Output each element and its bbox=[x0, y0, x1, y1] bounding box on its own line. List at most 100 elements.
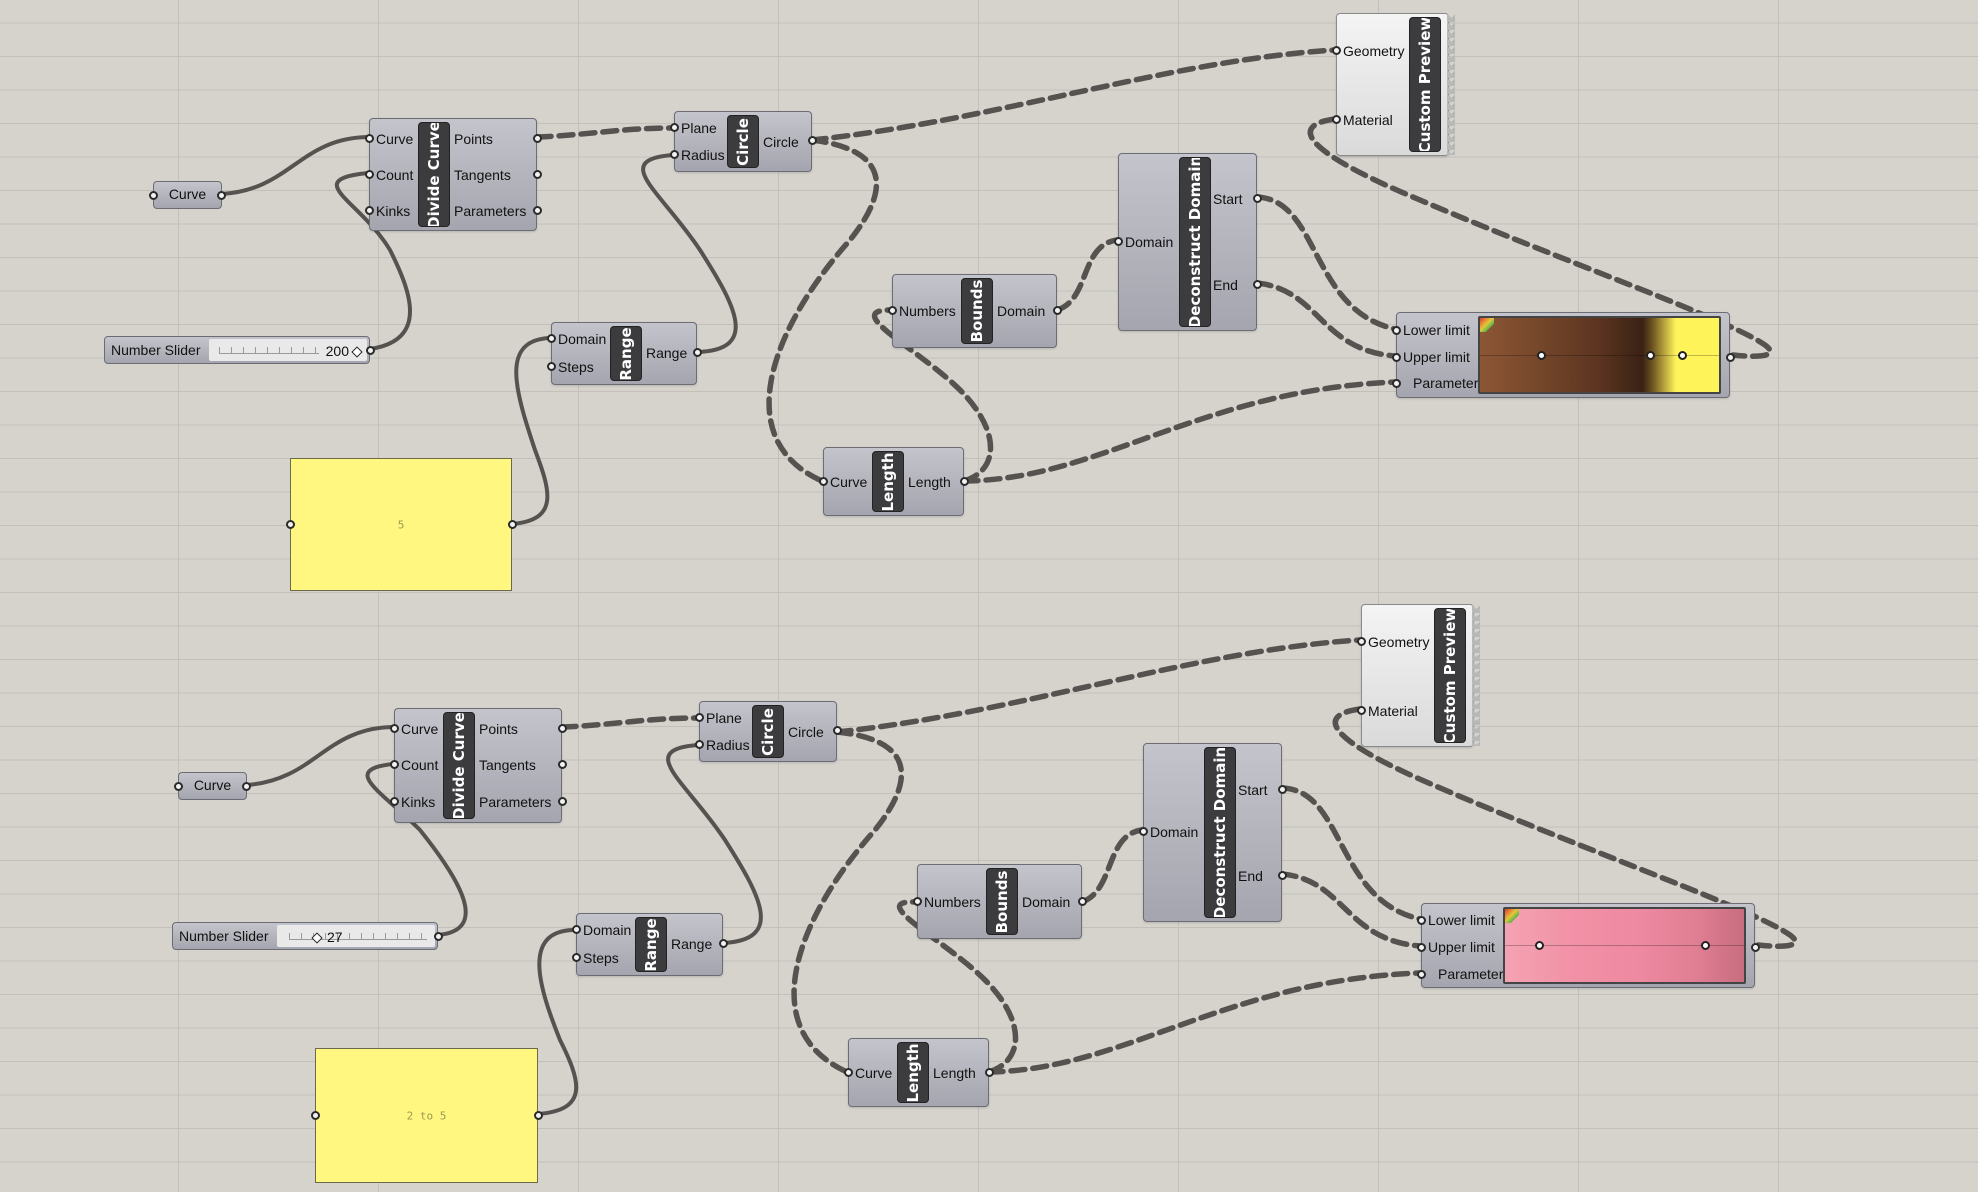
slider-handle[interactable] bbox=[351, 346, 363, 358]
input-grip[interactable] bbox=[1332, 115, 1341, 124]
input-grip[interactable] bbox=[365, 170, 374, 179]
number-slider[interactable]: Number Slider 27 bbox=[172, 922, 443, 950]
component-core[interactable]: Bounds bbox=[961, 278, 993, 344]
input-grip[interactable] bbox=[311, 1111, 320, 1120]
input-grip[interactable] bbox=[1392, 379, 1401, 388]
input-grip[interactable] bbox=[695, 740, 704, 749]
divide-curve-component[interactable]: Curve Count Kinks Divide Curve Points Ta… bbox=[365, 118, 542, 231]
input-grip[interactable] bbox=[365, 134, 374, 143]
output-grip[interactable] bbox=[242, 782, 251, 791]
input-grip[interactable] bbox=[1417, 970, 1426, 979]
input-grip[interactable] bbox=[844, 1068, 853, 1077]
number-slider[interactable]: Number Slider 200 bbox=[104, 336, 375, 364]
range-component[interactable]: Domain Steps Range Range bbox=[547, 322, 702, 385]
input-grip[interactable] bbox=[390, 724, 399, 733]
component-core[interactable]: Deconstruct Domain bbox=[1204, 747, 1236, 918]
output-grip[interactable] bbox=[533, 206, 542, 215]
deconstruct-domain-component[interactable]: Domain Deconstruct Domain Start End bbox=[1139, 743, 1287, 922]
text-panel[interactable]: 5 bbox=[286, 458, 517, 591]
input-grip[interactable] bbox=[888, 306, 897, 315]
output-grip[interactable] bbox=[1278, 871, 1287, 880]
custom-preview-component[interactable]: Geometry Material Custom Preview bbox=[1332, 13, 1455, 156]
output-grip[interactable] bbox=[558, 760, 567, 769]
input-grip[interactable] bbox=[1332, 46, 1341, 55]
output-grip[interactable] bbox=[558, 724, 567, 733]
input-grip[interactable] bbox=[913, 897, 922, 906]
gradient-component[interactable]: Lower limit Upper limit Parameter bbox=[1392, 312, 1735, 398]
gradient-handle[interactable] bbox=[1701, 941, 1710, 950]
output-grip[interactable] bbox=[833, 726, 842, 735]
input-grip[interactable] bbox=[670, 150, 679, 159]
output-grip[interactable] bbox=[985, 1068, 994, 1077]
component-core[interactable]: Custom Preview bbox=[1409, 17, 1441, 152]
input-grip[interactable] bbox=[1392, 326, 1401, 335]
output-grip[interactable] bbox=[693, 348, 702, 357]
input-grip[interactable] bbox=[365, 206, 374, 215]
custom-preview-component[interactable]: Geometry Material Custom Preview bbox=[1357, 604, 1480, 747]
component-core[interactable]: Range bbox=[635, 917, 667, 972]
output-grip[interactable] bbox=[366, 346, 375, 355]
gradient-handle[interactable] bbox=[1537, 351, 1546, 360]
input-grip[interactable] bbox=[390, 760, 399, 769]
input-grip[interactable] bbox=[695, 713, 704, 722]
output-grip[interactable] bbox=[1253, 194, 1262, 203]
output-grip[interactable] bbox=[534, 1111, 543, 1120]
output-grip[interactable] bbox=[1078, 897, 1087, 906]
component-core[interactable]: Deconstruct Domain bbox=[1179, 157, 1211, 327]
gradient-component[interactable]: Lower limit Upper limit Parameter bbox=[1417, 903, 1760, 988]
component-core[interactable]: Circle bbox=[727, 115, 759, 168]
output-grip[interactable] bbox=[533, 134, 542, 143]
input-grip[interactable] bbox=[1417, 943, 1426, 952]
length-component[interactable]: Curve Length Length bbox=[844, 1038, 994, 1107]
input-grip[interactable] bbox=[286, 520, 295, 529]
input-grip[interactable] bbox=[819, 477, 828, 486]
input-grip[interactable] bbox=[1114, 237, 1123, 246]
input-grip[interactable] bbox=[547, 362, 556, 371]
input-grip[interactable] bbox=[1357, 706, 1366, 715]
input-grip[interactable] bbox=[547, 334, 556, 343]
component-core[interactable]: Bounds bbox=[986, 868, 1018, 935]
input-grip[interactable] bbox=[572, 953, 581, 962]
output-grip[interactable] bbox=[217, 191, 226, 200]
bounds-component[interactable]: Numbers Bounds Domain bbox=[888, 274, 1062, 348]
text-panel[interactable]: 2 to 5 bbox=[311, 1048, 543, 1183]
output-grip[interactable] bbox=[808, 136, 817, 145]
input-grip[interactable] bbox=[1139, 827, 1148, 836]
slider-rail[interactable]: 200 bbox=[209, 339, 367, 361]
input-grip[interactable] bbox=[174, 782, 183, 791]
divide-curve-component[interactable]: Curve Count Kinks Divide Curve Points Ta… bbox=[390, 708, 567, 823]
circle-component[interactable]: Plane Radius Circle Circle bbox=[670, 111, 817, 172]
output-grip[interactable] bbox=[1278, 785, 1287, 794]
deconstruct-domain-component[interactable]: Domain Deconstruct Domain Start End bbox=[1114, 153, 1262, 331]
input-grip[interactable] bbox=[1357, 637, 1366, 646]
output-grip[interactable] bbox=[1053, 306, 1062, 315]
input-grip[interactable] bbox=[1417, 916, 1426, 925]
output-grip[interactable] bbox=[533, 170, 542, 179]
gradient-handle[interactable] bbox=[1535, 941, 1544, 950]
component-core[interactable]: Custom Preview bbox=[1434, 608, 1466, 743]
curve-parameter[interactable]: Curve bbox=[149, 181, 226, 209]
output-grip[interactable] bbox=[508, 520, 517, 529]
range-component[interactable]: Domain Steps Range Range bbox=[572, 913, 728, 976]
component-core[interactable]: Divide Curve bbox=[418, 122, 450, 227]
output-grip[interactable] bbox=[434, 932, 443, 941]
circle-component[interactable]: Plane Radius Circle Circle bbox=[695, 701, 842, 762]
output-grip[interactable] bbox=[1751, 943, 1760, 952]
component-core[interactable]: Divide Curve bbox=[443, 712, 475, 819]
input-grip[interactable] bbox=[1392, 353, 1401, 362]
component-core[interactable]: Circle bbox=[752, 705, 784, 758]
gradient-swatch[interactable] bbox=[1478, 316, 1721, 394]
component-core[interactable]: Length bbox=[897, 1042, 929, 1103]
input-grip[interactable] bbox=[390, 797, 399, 806]
gradient-handle[interactable] bbox=[1646, 351, 1655, 360]
curve-parameter[interactable]: Curve bbox=[174, 772, 251, 800]
output-grip[interactable] bbox=[1253, 280, 1262, 289]
bounds-component[interactable]: Numbers Bounds Domain bbox=[913, 864, 1087, 939]
output-grip[interactable] bbox=[719, 939, 728, 948]
gradient-handle[interactable] bbox=[1678, 351, 1687, 360]
input-grip[interactable] bbox=[670, 123, 679, 132]
slider-rail[interactable]: 27 bbox=[277, 925, 435, 947]
input-grip[interactable] bbox=[572, 925, 581, 934]
component-core[interactable]: Length bbox=[872, 451, 904, 512]
input-grip[interactable] bbox=[149, 191, 158, 200]
